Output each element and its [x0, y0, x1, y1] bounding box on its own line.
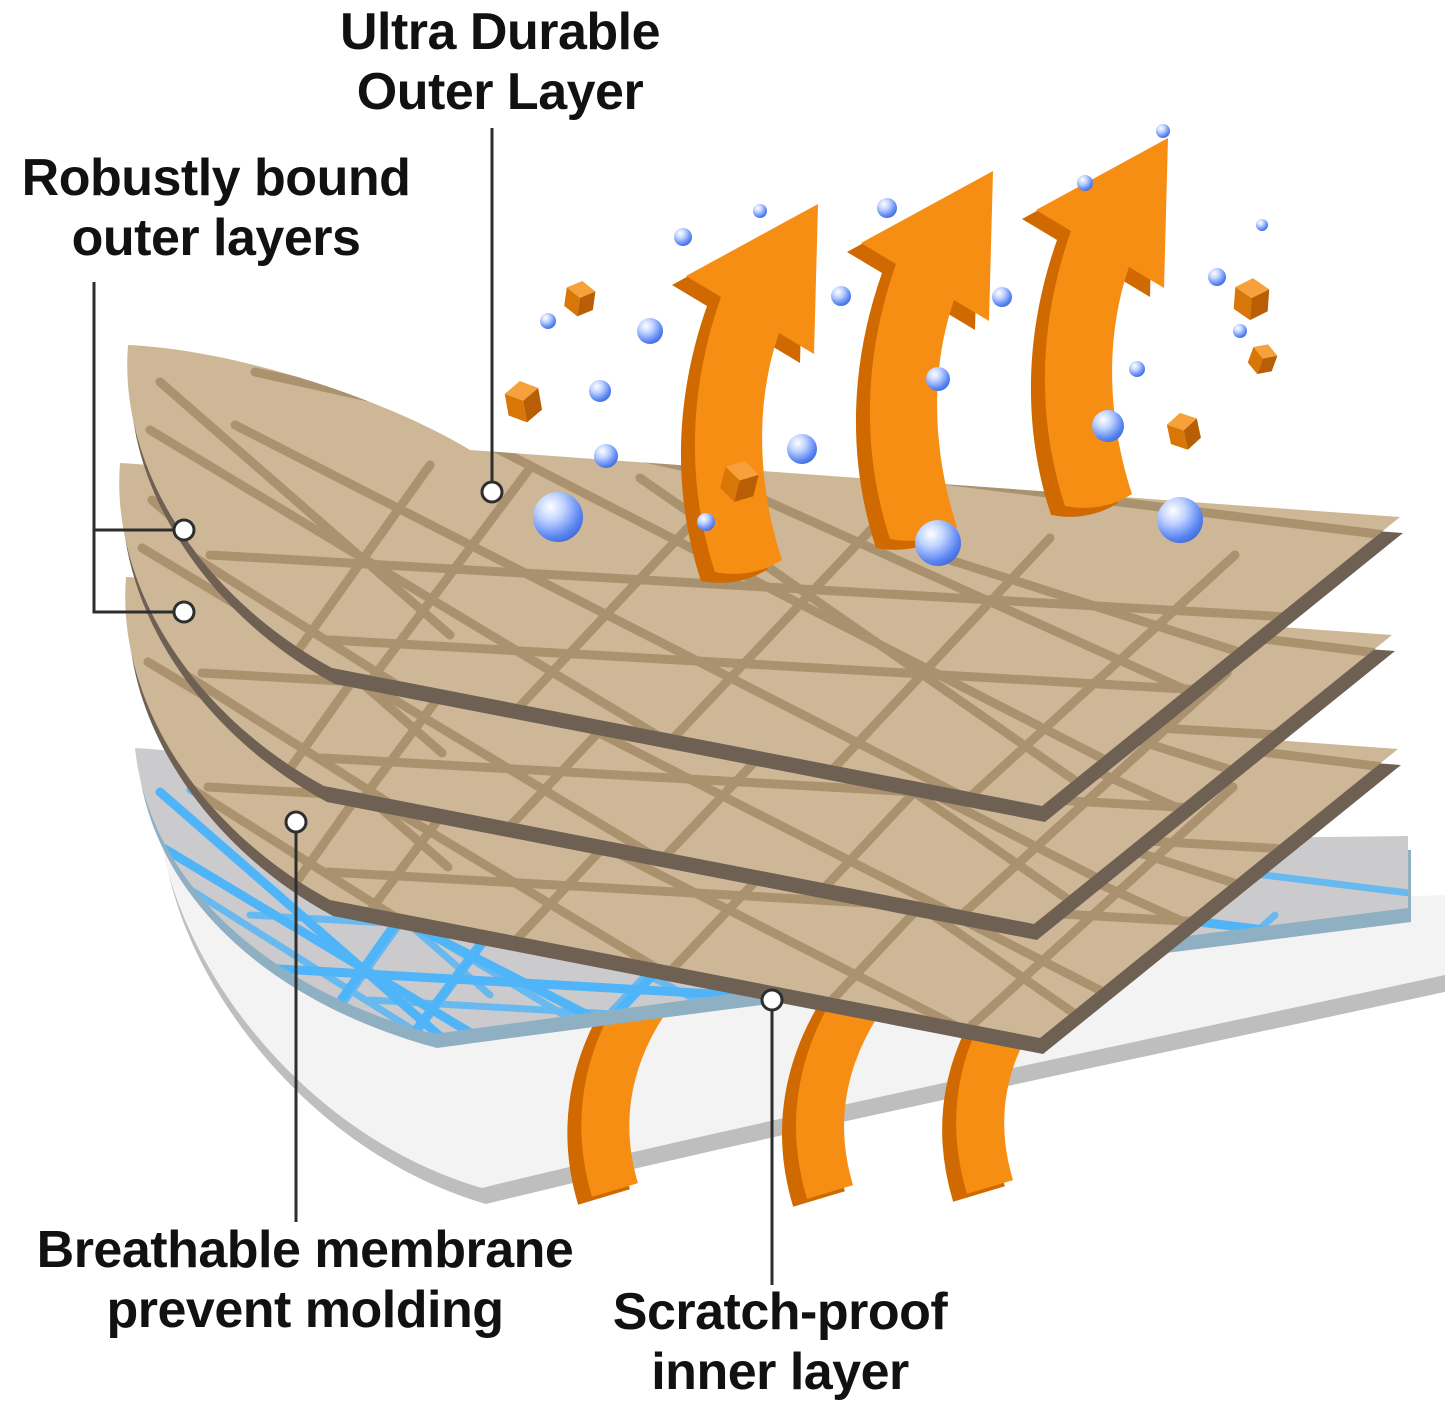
- callout-marker-dot: [480, 480, 504, 504]
- debris-cube-icon: [503, 378, 544, 426]
- debris-cube-icon: [1245, 340, 1280, 379]
- water-droplet-icon: [915, 520, 961, 566]
- water-droplet-icon: [787, 434, 817, 464]
- water-droplet-icon: [1208, 268, 1226, 286]
- water-droplet-icon: [1092, 410, 1124, 442]
- callout-marker-dot: [760, 988, 784, 1012]
- water-droplet-icon: [1129, 361, 1145, 377]
- water-droplet-icon: [1233, 324, 1247, 338]
- label-scratch-proof-inner-layer: Scratch-proof inner layer: [612, 1283, 948, 1402]
- label-ultra-durable-outer-layer: Ultra Durable Outer Layer: [339, 3, 661, 122]
- water-droplet-icon: [831, 286, 851, 306]
- water-droplet-icon: [594, 444, 618, 468]
- callout-marker-dot: [172, 600, 196, 624]
- water-droplet-icon: [1156, 124, 1170, 138]
- water-droplet-icon: [753, 204, 767, 218]
- water-droplet-icon: [533, 492, 583, 542]
- label-robustly-bound-outer-layers: Robustly bound outer layers: [21, 149, 411, 268]
- callout-marker-dot: [172, 518, 196, 542]
- water-droplet-icon: [540, 313, 556, 329]
- water-droplet-icon: [877, 198, 897, 218]
- water-droplet-icon: [926, 367, 950, 391]
- water-droplets: [533, 124, 1268, 566]
- debris-cube-icon: [1165, 409, 1203, 453]
- water-droplet-icon: [637, 318, 663, 344]
- water-droplet-icon: [697, 513, 715, 531]
- water-droplet-icon: [992, 287, 1012, 307]
- label-breathable-membrane: Breathable membrane prevent molding: [36, 1221, 574, 1340]
- water-droplet-icon: [1157, 497, 1203, 543]
- callout-marker-dot: [284, 810, 308, 834]
- water-droplet-icon: [674, 228, 692, 246]
- callout-line-robustly-bound: [92, 282, 173, 614]
- debris-cube-icon: [563, 279, 597, 319]
- water-droplet-icon: [589, 380, 611, 402]
- water-droplet-icon: [1256, 219, 1268, 231]
- water-droplet-icon: [1077, 175, 1093, 191]
- vapor-escape-arrow-icon: [1022, 138, 1168, 517]
- callouts: [92, 128, 784, 1285]
- debris-cube-icon: [1233, 277, 1270, 322]
